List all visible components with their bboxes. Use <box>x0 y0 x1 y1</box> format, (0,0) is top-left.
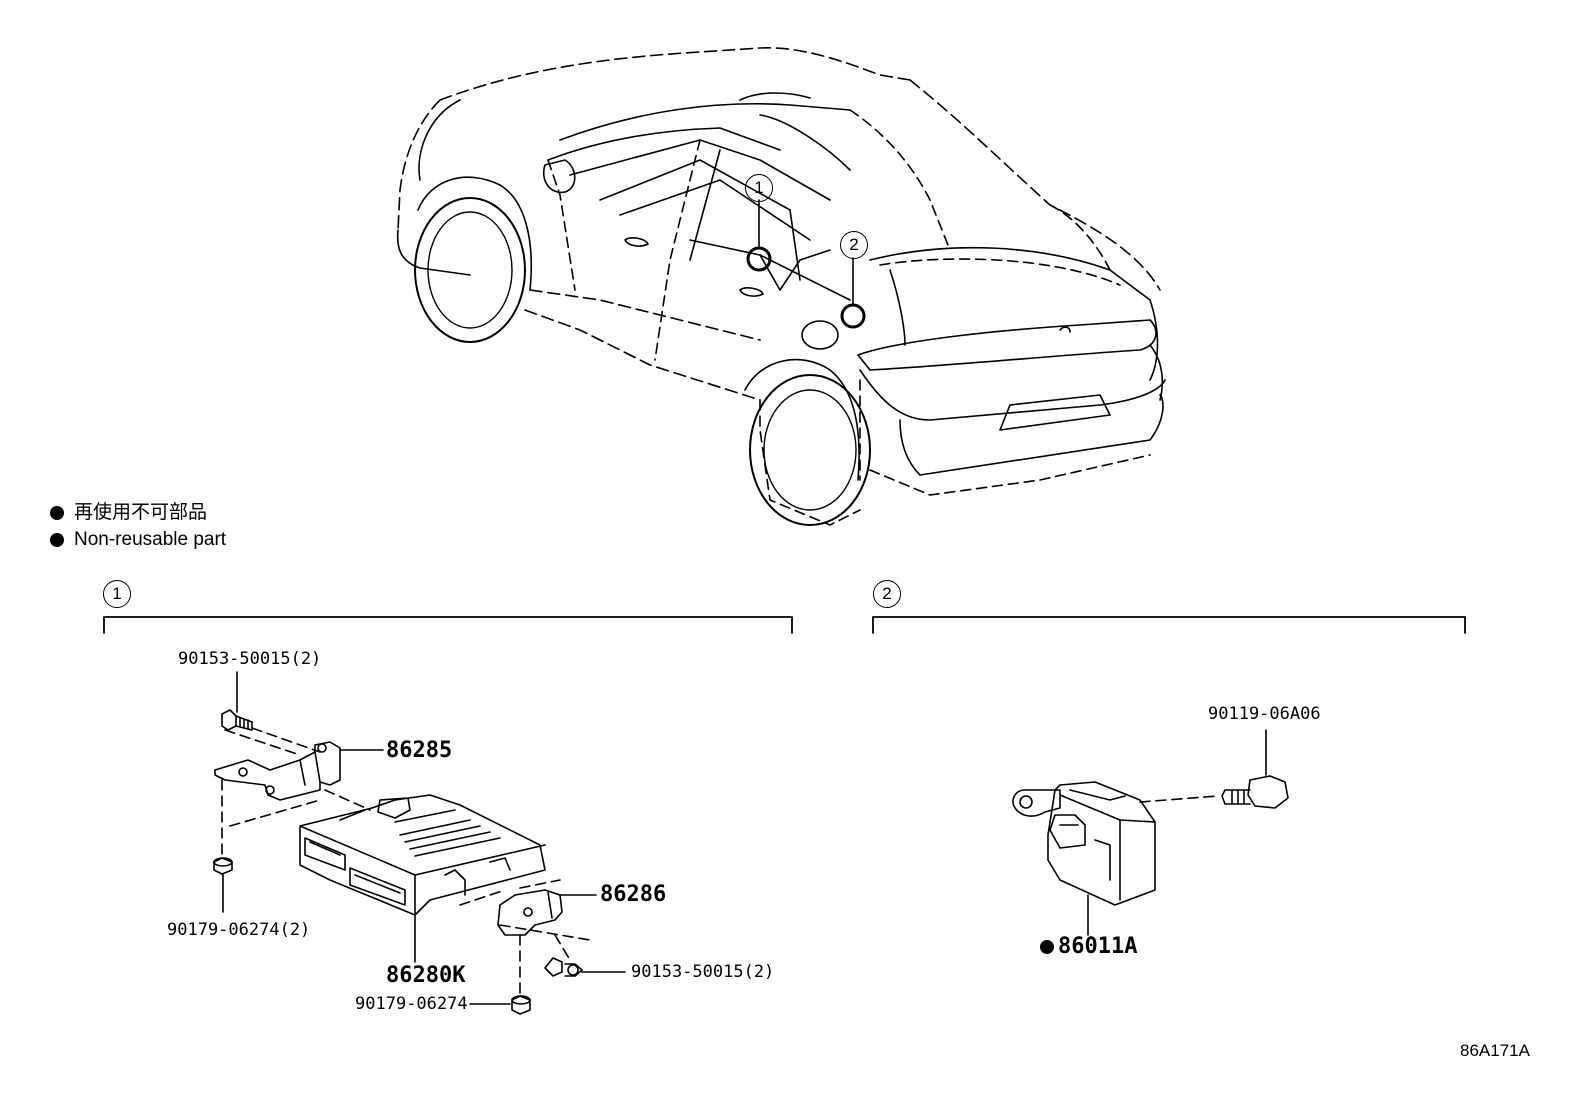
legend-en-text: Non-reusable part <box>74 529 227 550</box>
legend-jp-text: 再使用不可部品 <box>74 502 208 523</box>
callout-1-vehicle: 1 <box>745 174 773 202</box>
callout-2-vehicle: 2 <box>840 231 868 259</box>
part-label-bracket-86286: 86286 <box>600 882 667 907</box>
vehicle-drawing <box>396 47 1166 526</box>
legend-non-reusable-jp: 再使用不可部品 <box>50 503 207 522</box>
nut-icon <box>213 857 233 913</box>
non-reusable-dot-icon <box>50 505 64 520</box>
part-label-module-86011a: 86011A <box>1040 936 1137 958</box>
bracket-86285-drawing <box>214 741 384 801</box>
nut-bottom-icon <box>469 995 531 1015</box>
module-part-number: 86011A <box>1058 934 1138 959</box>
part-label-nut-bottom: 90179-06274 <box>355 994 468 1014</box>
section-1-bracket <box>103 616 793 634</box>
non-reusable-dot-icon <box>50 532 64 547</box>
part-label-bolt-top: 90153-50015(2) <box>178 649 322 669</box>
part-label-nut-left: 90179-06274(2) <box>167 920 311 940</box>
vehicle-location-marker-1 <box>746 199 772 272</box>
part-label-ecu-86280k: 86280K <box>386 963 466 988</box>
part-label-bracket-86285: 86285 <box>386 738 453 763</box>
ecu-86280k-drawing <box>299 794 546 963</box>
figure-code: 86A171A <box>1460 1041 1530 1060</box>
module-86011a-drawing <box>1012 781 1156 936</box>
vehicle-location-marker-2 <box>840 257 866 329</box>
section-2-number: 2 <box>873 580 901 608</box>
section-2-bracket <box>872 616 1466 634</box>
non-reusable-dot-icon <box>1040 940 1054 954</box>
section-1-number: 1 <box>103 580 131 608</box>
part-label-bolt-90119: 90119-06A06 <box>1208 704 1321 724</box>
bolt-icon <box>221 671 253 731</box>
bolt-90119-icon <box>1221 729 1289 809</box>
legend-non-reusable-en: Non-reusable part <box>50 530 226 549</box>
bolt-right-icon <box>544 957 626 977</box>
bracket-86286-drawing <box>497 889 597 936</box>
part-label-bolt-right: 90153-50015(2) <box>631 962 775 982</box>
